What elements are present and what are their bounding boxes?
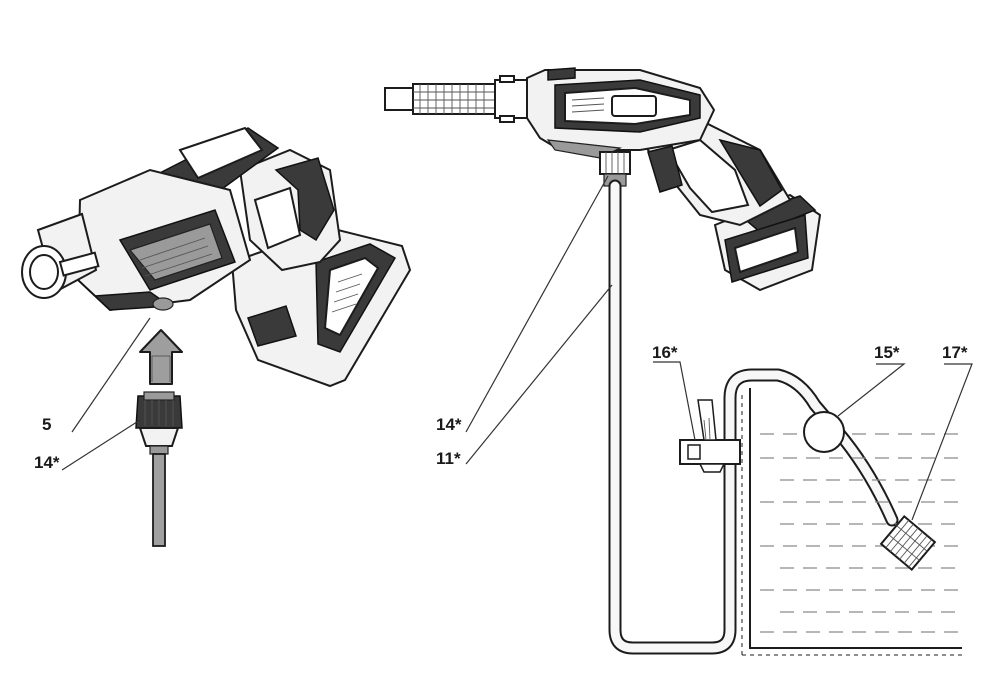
label-16: 16*: [652, 343, 678, 362]
hose-clip: [679, 399, 741, 473]
left-figure: 5 14*: [21, 126, 412, 547]
float-ball: [803, 411, 845, 453]
water-container: [741, 388, 962, 656]
washer-gun-left: [21, 126, 412, 388]
label-14-left: 14*: [34, 453, 60, 472]
leader-line-17: [911, 363, 973, 521]
lance-extension: [384, 75, 528, 123]
suction-hose: [608, 179, 899, 655]
label-5: 5: [42, 415, 51, 434]
leader-line-14-right: [465, 175, 609, 433]
leader-line-14-left: [61, 419, 141, 471]
label-17: 17*: [942, 343, 968, 362]
leader-line-11: [465, 284, 613, 465]
leader-line-5: [71, 317, 151, 433]
suction-filter: [879, 514, 937, 572]
label-14-right: 14*: [436, 415, 462, 434]
label-11: 11*: [436, 449, 461, 468]
right-figure: 14* 11* 16* 15* 17*: [384, 67, 973, 656]
washer-gun-right: [526, 67, 822, 292]
hose-connector-left: [135, 391, 183, 547]
leader-line-16: [653, 361, 696, 441]
leader-line-15: [837, 363, 906, 417]
up-arrow-icon: [139, 329, 183, 385]
label-15: 15*: [874, 343, 900, 362]
